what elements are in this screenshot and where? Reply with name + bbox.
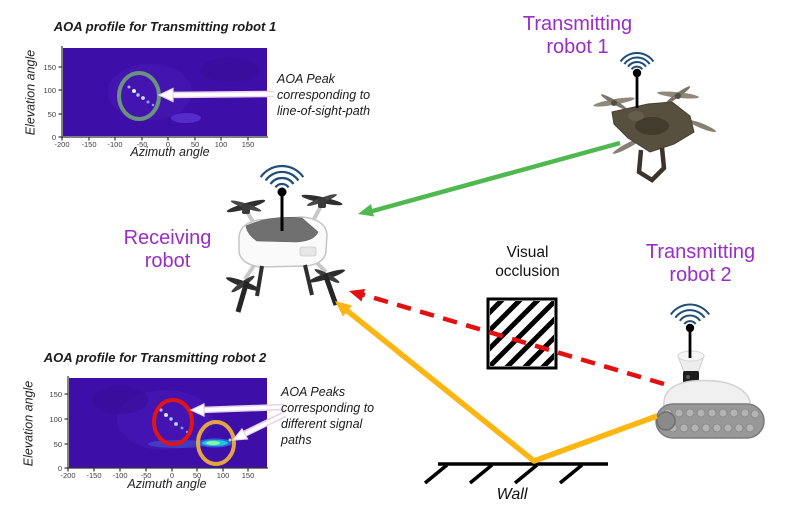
plot2-peak-circle-orange: [196, 420, 236, 466]
rotor-top-right: [301, 194, 343, 208]
transmitting-robot1-image: [593, 52, 716, 183]
rotor-top-left: [226, 199, 266, 214]
plot1-ytick: 0: [51, 133, 56, 142]
plot2-ytick: 150: [49, 390, 62, 399]
occlusion-hatching: [490, 301, 554, 366]
plot1-heatmap: [58, 46, 275, 141]
plot2-xtick: 0: [169, 471, 175, 480]
plot2-y-axis-label: Elevation angle: [21, 380, 36, 467]
plot1-xtick: 150: [241, 140, 255, 149]
wall-label: Wall: [496, 486, 528, 503]
plot2-title: AOA profile for Transmitting robot 2: [43, 350, 267, 365]
plot1-annotation-arrow: [157, 87, 275, 103]
rx-antenna-icon: [277, 187, 287, 231]
plot1-xtick: 50: [190, 140, 200, 149]
landing-gear: [636, 147, 667, 183]
landing-leg: [303, 264, 314, 296]
wall-ground-hatch: [423, 462, 608, 485]
plot2-xtick: -100: [112, 471, 128, 480]
tx2-antenna-icon: [685, 323, 695, 358]
plot1-xtick: -200: [54, 140, 70, 149]
transmitting-robot1-label: Transmitting robot 1: [522, 13, 633, 59]
plot2-xtick: -50: [140, 471, 152, 480]
transmitting-robot2-label: Transmitting robot 2: [645, 241, 756, 287]
plot2-xtick: -200: [60, 471, 76, 480]
receiving-robot-image: [226, 164, 346, 313]
rotor-bottom-left: [226, 275, 260, 313]
tx1-wifi-signal-icon: [619, 52, 655, 70]
plot1-ytick: 50: [47, 110, 56, 119]
plot1-xtick: -100: [107, 140, 123, 149]
plot1-peak-circle-green: [117, 71, 161, 121]
plot1-annotation: AOA Peak corresponding to line-of-sight-…: [277, 72, 371, 118]
plot2-xtick: 50: [192, 471, 202, 480]
rx-wifi-signal-icon: [259, 164, 305, 189]
plot2-heatmap: [64, 376, 287, 472]
plot1-xtick: 100: [214, 140, 228, 149]
plot2-xtick: 150: [241, 471, 255, 480]
visual-occlusion-label: Visual occlusion: [495, 244, 560, 281]
transmitting-robot2-image: [655, 303, 765, 439]
tx2-wifi-signal-icon: [669, 303, 711, 325]
plot2-ytick: 100: [49, 415, 62, 424]
plot1-x-axis-label: Azimuth angle: [130, 145, 210, 159]
plot2-ytick: 50: [53, 440, 62, 449]
plot1-ytick: 150: [43, 63, 56, 72]
plot2-xtick: 100: [216, 471, 230, 480]
visual-occlusion-box: [486, 297, 558, 370]
landing-leg: [255, 265, 264, 297]
plot2-xtick: -150: [86, 471, 102, 480]
rotor-bottom-right: [308, 269, 346, 306]
plot2-annotation-arrow-upper: [189, 403, 285, 417]
plot2-ytick: 0: [57, 464, 62, 473]
plot2-peak-circle-red: [152, 398, 194, 446]
receiving-robot-label: Receiving robot: [123, 227, 212, 273]
plot1-ytick: 100: [43, 86, 56, 95]
plot1-xtick: -50: [136, 140, 148, 149]
plot1-title: AOA profile for Transmitting robot 1: [53, 19, 277, 34]
plot2-annotation-arrow-lower: [231, 411, 287, 441]
plot2-x-axis-label: Azimuth angle: [127, 477, 207, 491]
line-of-sight-arrow-green: [358, 140, 621, 217]
occluded-path-arrow-red-dashed: [349, 289, 665, 387]
wall-reflection-arrow-yellow: [335, 301, 658, 464]
plot2-axes: [64, 376, 268, 472]
plot1-xtick: -150: [81, 140, 97, 149]
tx1-antenna-icon: [632, 68, 642, 108]
plot1-xtick: 0: [165, 140, 171, 149]
plot2-annotation: AOA Peaks corresponding to different sig…: [281, 385, 375, 447]
plot1-axes: [58, 46, 268, 141]
